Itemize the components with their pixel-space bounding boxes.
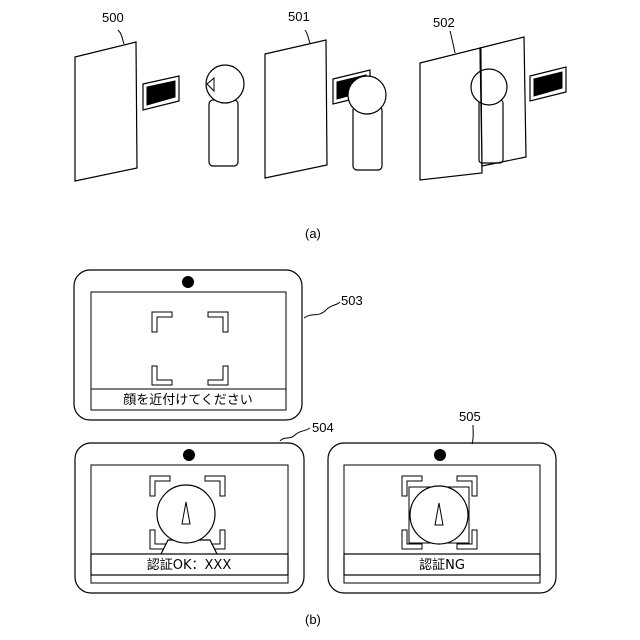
panel	[265, 40, 327, 178]
screen-503: 顔を近付けてください 503	[74, 270, 363, 420]
id-card-icon	[530, 67, 566, 101]
message-504: 認証OK：XXX	[147, 557, 232, 573]
person-icon	[348, 76, 386, 170]
label-504: 504	[312, 420, 334, 435]
panel-back	[420, 48, 482, 180]
camera-icon	[434, 449, 446, 461]
person-icon	[206, 65, 244, 166]
scene-502: 502	[420, 15, 566, 180]
screen-504: 認証OK：XXX 504	[75, 420, 334, 593]
face-icon	[410, 486, 468, 544]
scene-500: 500	[75, 10, 244, 181]
label-501: 501	[288, 9, 310, 24]
panel	[75, 42, 137, 181]
label-500: 500	[102, 10, 124, 25]
id-card-icon	[143, 76, 179, 110]
caption-a: (a)	[305, 226, 321, 241]
caption-b: (b)	[305, 612, 321, 627]
panel-front	[480, 37, 526, 166]
message-505: 認証NG	[419, 557, 465, 573]
label-503: 503	[341, 293, 363, 308]
camera-icon	[183, 449, 195, 461]
screen-505: 認証NG 505	[328, 409, 556, 593]
label-502: 502	[433, 15, 455, 30]
scene-501: 501	[265, 9, 386, 178]
face-icon	[157, 485, 215, 543]
message-503: 顔を近付けてください	[123, 393, 253, 408]
label-505: 505	[459, 409, 481, 424]
camera-icon	[182, 276, 194, 288]
